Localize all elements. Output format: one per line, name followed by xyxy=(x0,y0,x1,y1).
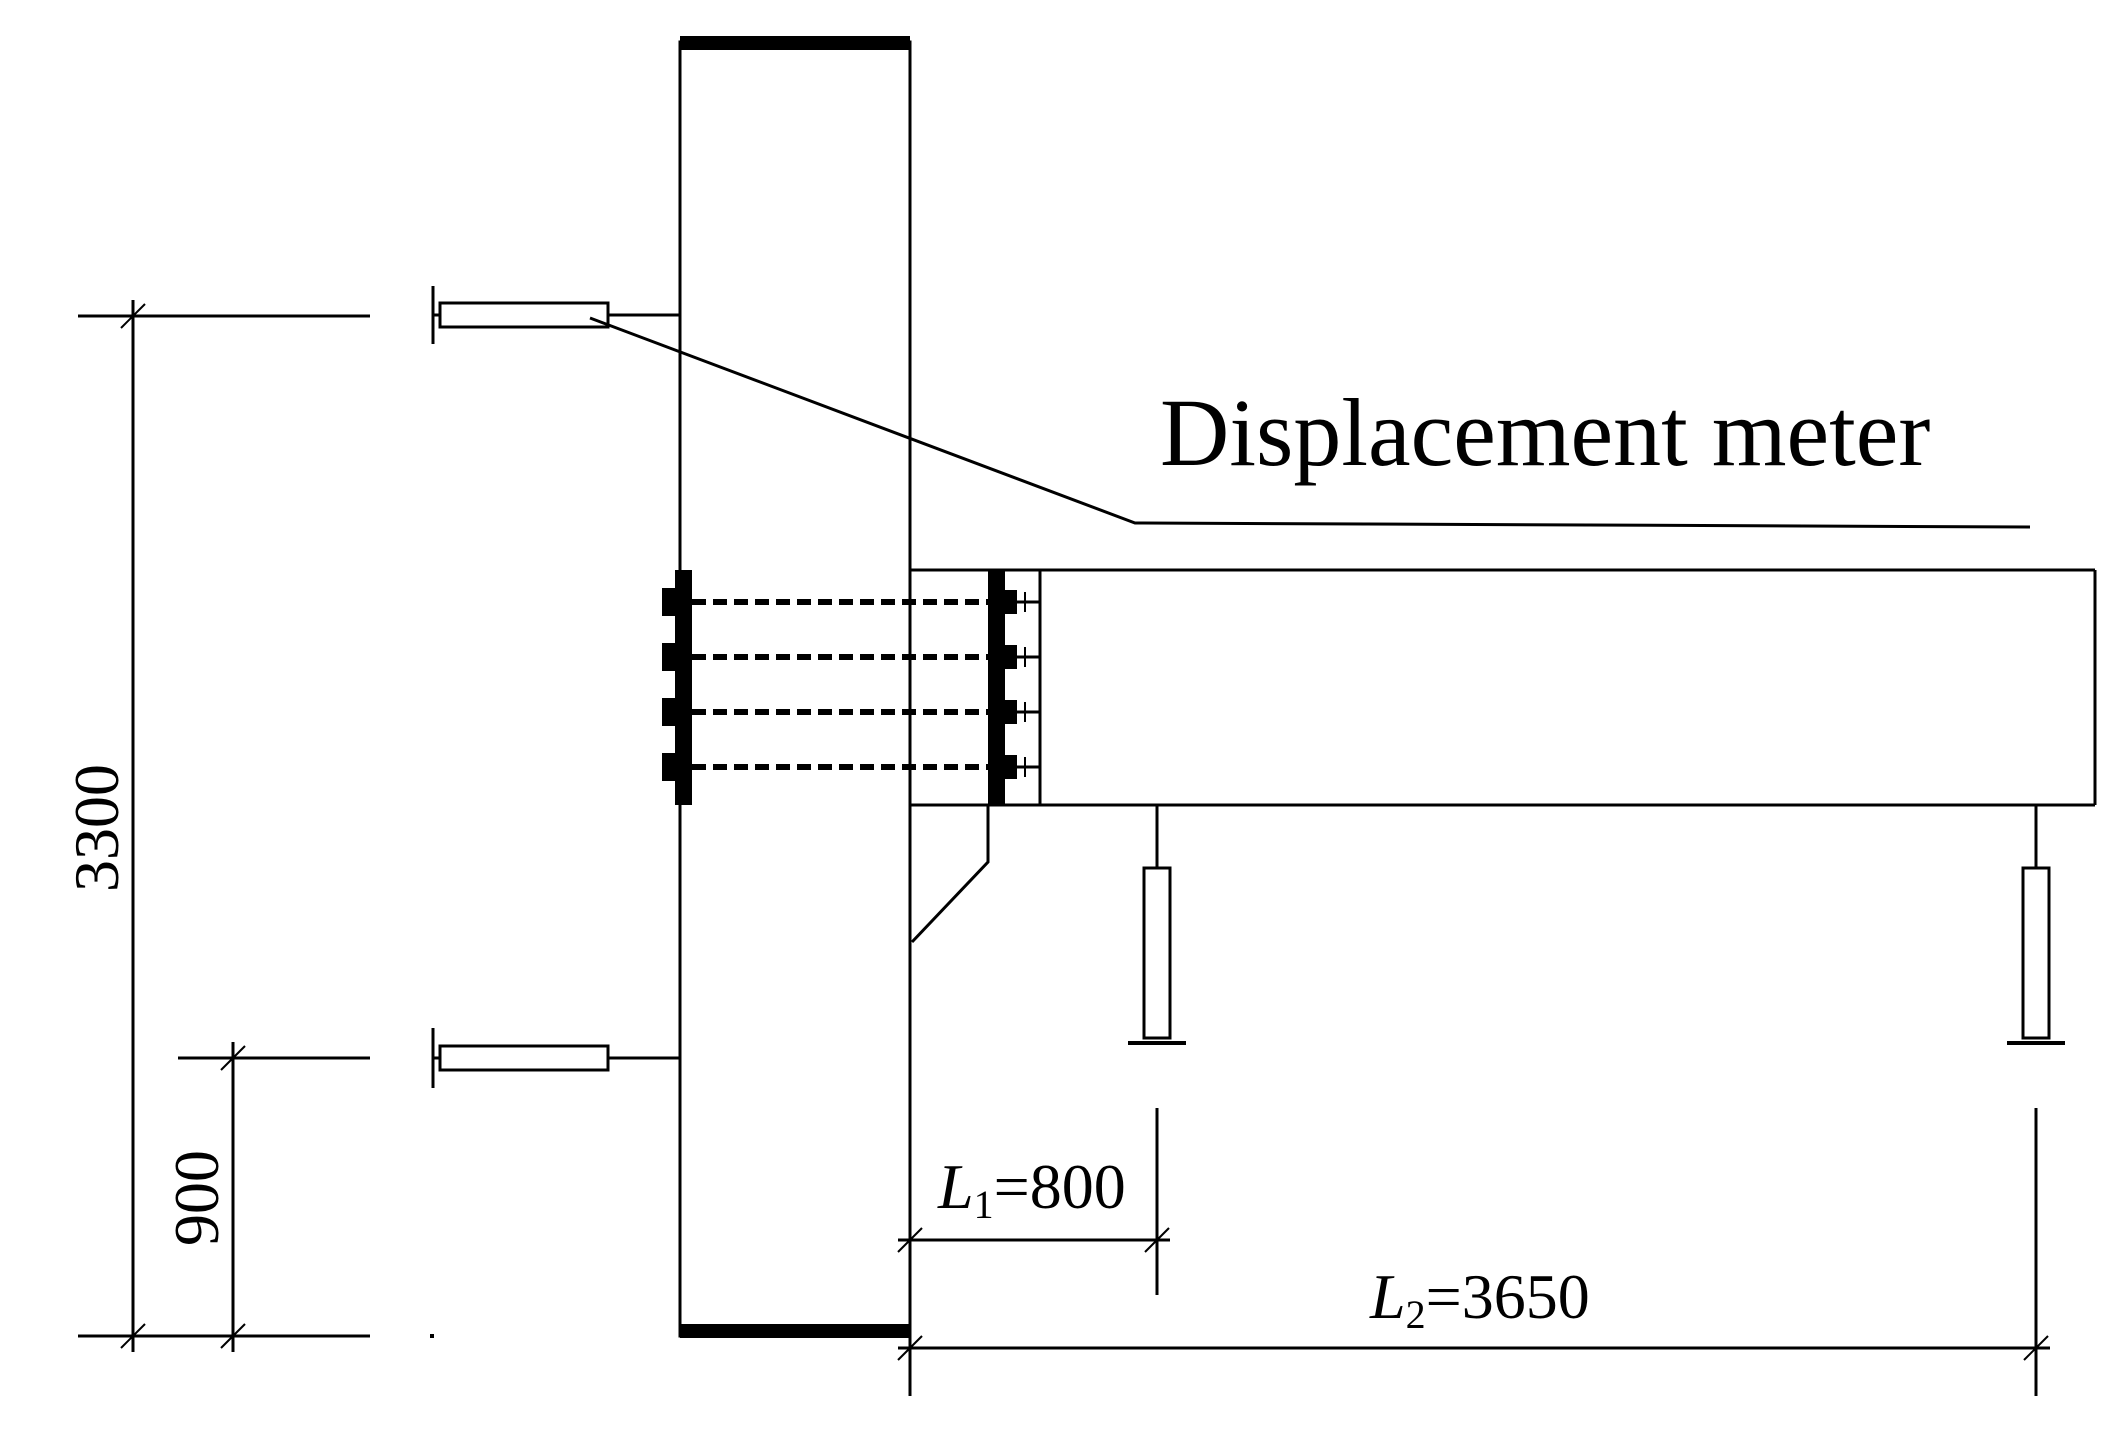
column-top-plate xyxy=(680,36,910,50)
bolted-connection xyxy=(662,570,1040,944)
support-jack-2 xyxy=(2007,805,2065,1045)
dim-total-height xyxy=(78,300,370,1352)
bolt-row-4 xyxy=(662,753,1040,781)
dim-lower-height-label: 900 xyxy=(161,1150,232,1246)
dim-l2-label: L2=3650 xyxy=(1369,1261,1590,1337)
column-bottom-plate xyxy=(680,1324,910,1338)
bolt-row-2 xyxy=(662,643,1040,671)
dim-lower-height xyxy=(178,1042,370,1352)
bolt-row-1 xyxy=(662,588,1040,616)
dim-dot xyxy=(430,1334,434,1338)
support-bracket xyxy=(910,805,990,944)
displacement-meter-lower xyxy=(431,1028,680,1088)
displacement-meter-upper xyxy=(431,286,680,344)
beam-endplate xyxy=(988,570,1005,805)
support-jack-1 xyxy=(1128,805,1186,1045)
displacement-meter-label: Displacement meter xyxy=(1160,379,1930,486)
annotation-leader xyxy=(589,316,2031,529)
column-anchor-plate xyxy=(675,570,692,805)
dim-total-height-label: 3300 xyxy=(61,764,132,892)
dim-l2 xyxy=(897,1108,2050,1396)
bolt-row-3 xyxy=(662,698,1040,726)
dim-l1-label: L1=800 xyxy=(937,1151,1126,1227)
